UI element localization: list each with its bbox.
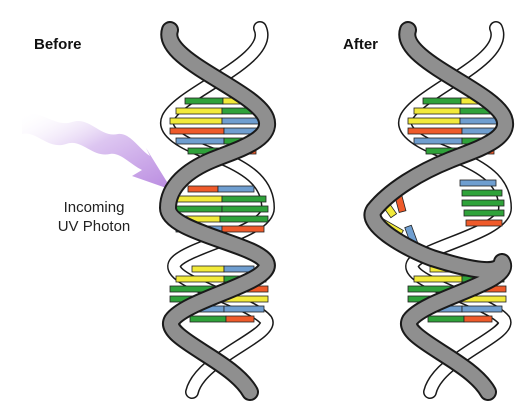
dna-helix-before xyxy=(158,21,276,401)
front-strand xyxy=(363,21,514,401)
before-label: Before xyxy=(34,36,82,53)
base-pair-group-middle xyxy=(171,185,269,233)
dna-helix-after xyxy=(363,21,514,401)
back-strand xyxy=(160,21,276,399)
uv-photon-arrow xyxy=(22,113,172,190)
front-strand xyxy=(158,21,276,401)
after-label: After xyxy=(343,36,379,53)
uv-photon-label-line1: Incoming xyxy=(63,199,125,216)
uv-photon-label-line2: UV Photon xyxy=(57,218,131,235)
